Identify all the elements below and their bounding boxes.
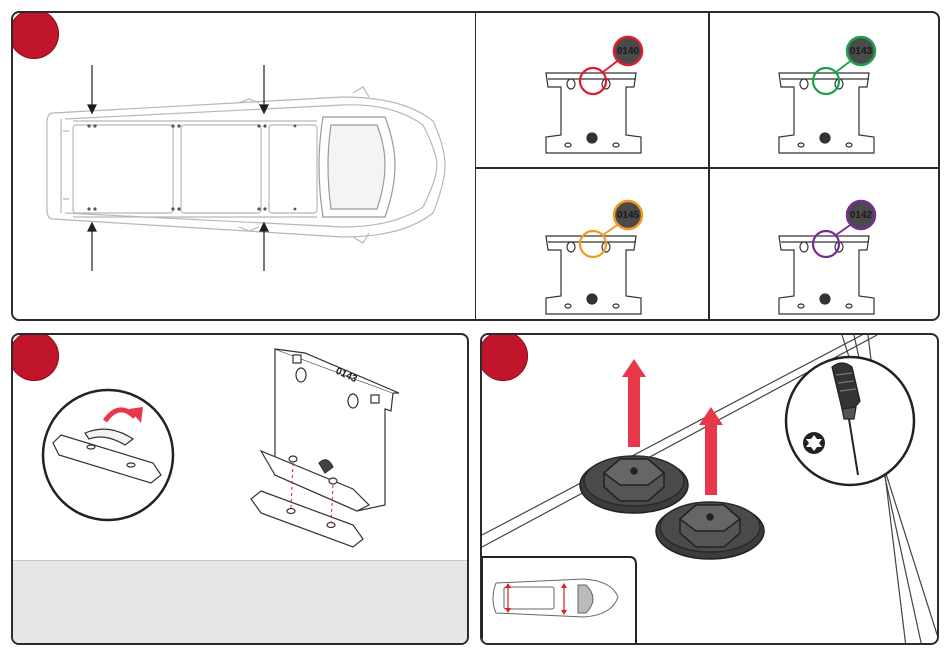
mounting-point-arrows	[88, 65, 268, 271]
arrow-up-icon	[699, 407, 723, 495]
van-inset	[482, 557, 636, 645]
note-area	[13, 560, 467, 643]
bracket-code-label: 0140	[617, 46, 640, 57]
bracket-code-label: 0142	[850, 210, 873, 221]
bracket-variant-0140: 0140	[476, 13, 708, 167]
bracket-code-label: 0145	[617, 210, 640, 221]
arrow-up-icon	[622, 359, 646, 447]
adhesive-pad-illustration: 0143	[13, 335, 469, 565]
roof-cap	[580, 456, 688, 513]
bracket-code-label: 0143	[850, 46, 873, 57]
torx-bit-icon	[803, 432, 825, 454]
bracket-variant-0145: 0145	[476, 168, 708, 321]
remove-caps-illustration	[482, 335, 939, 645]
bracket-with-pad	[251, 349, 399, 547]
roof-cap	[656, 502, 764, 559]
bracket-grid: 0140 0143	[475, 13, 940, 321]
bracket-variant-0142: 0142	[709, 168, 940, 321]
bracket-variant-0143: 0143	[709, 13, 940, 167]
van-top-view	[13, 13, 483, 321]
remove-caps-panel	[480, 333, 939, 645]
adhesive-pad-panel: 0143	[11, 333, 469, 645]
top-panel: 0140 0143	[11, 11, 940, 321]
